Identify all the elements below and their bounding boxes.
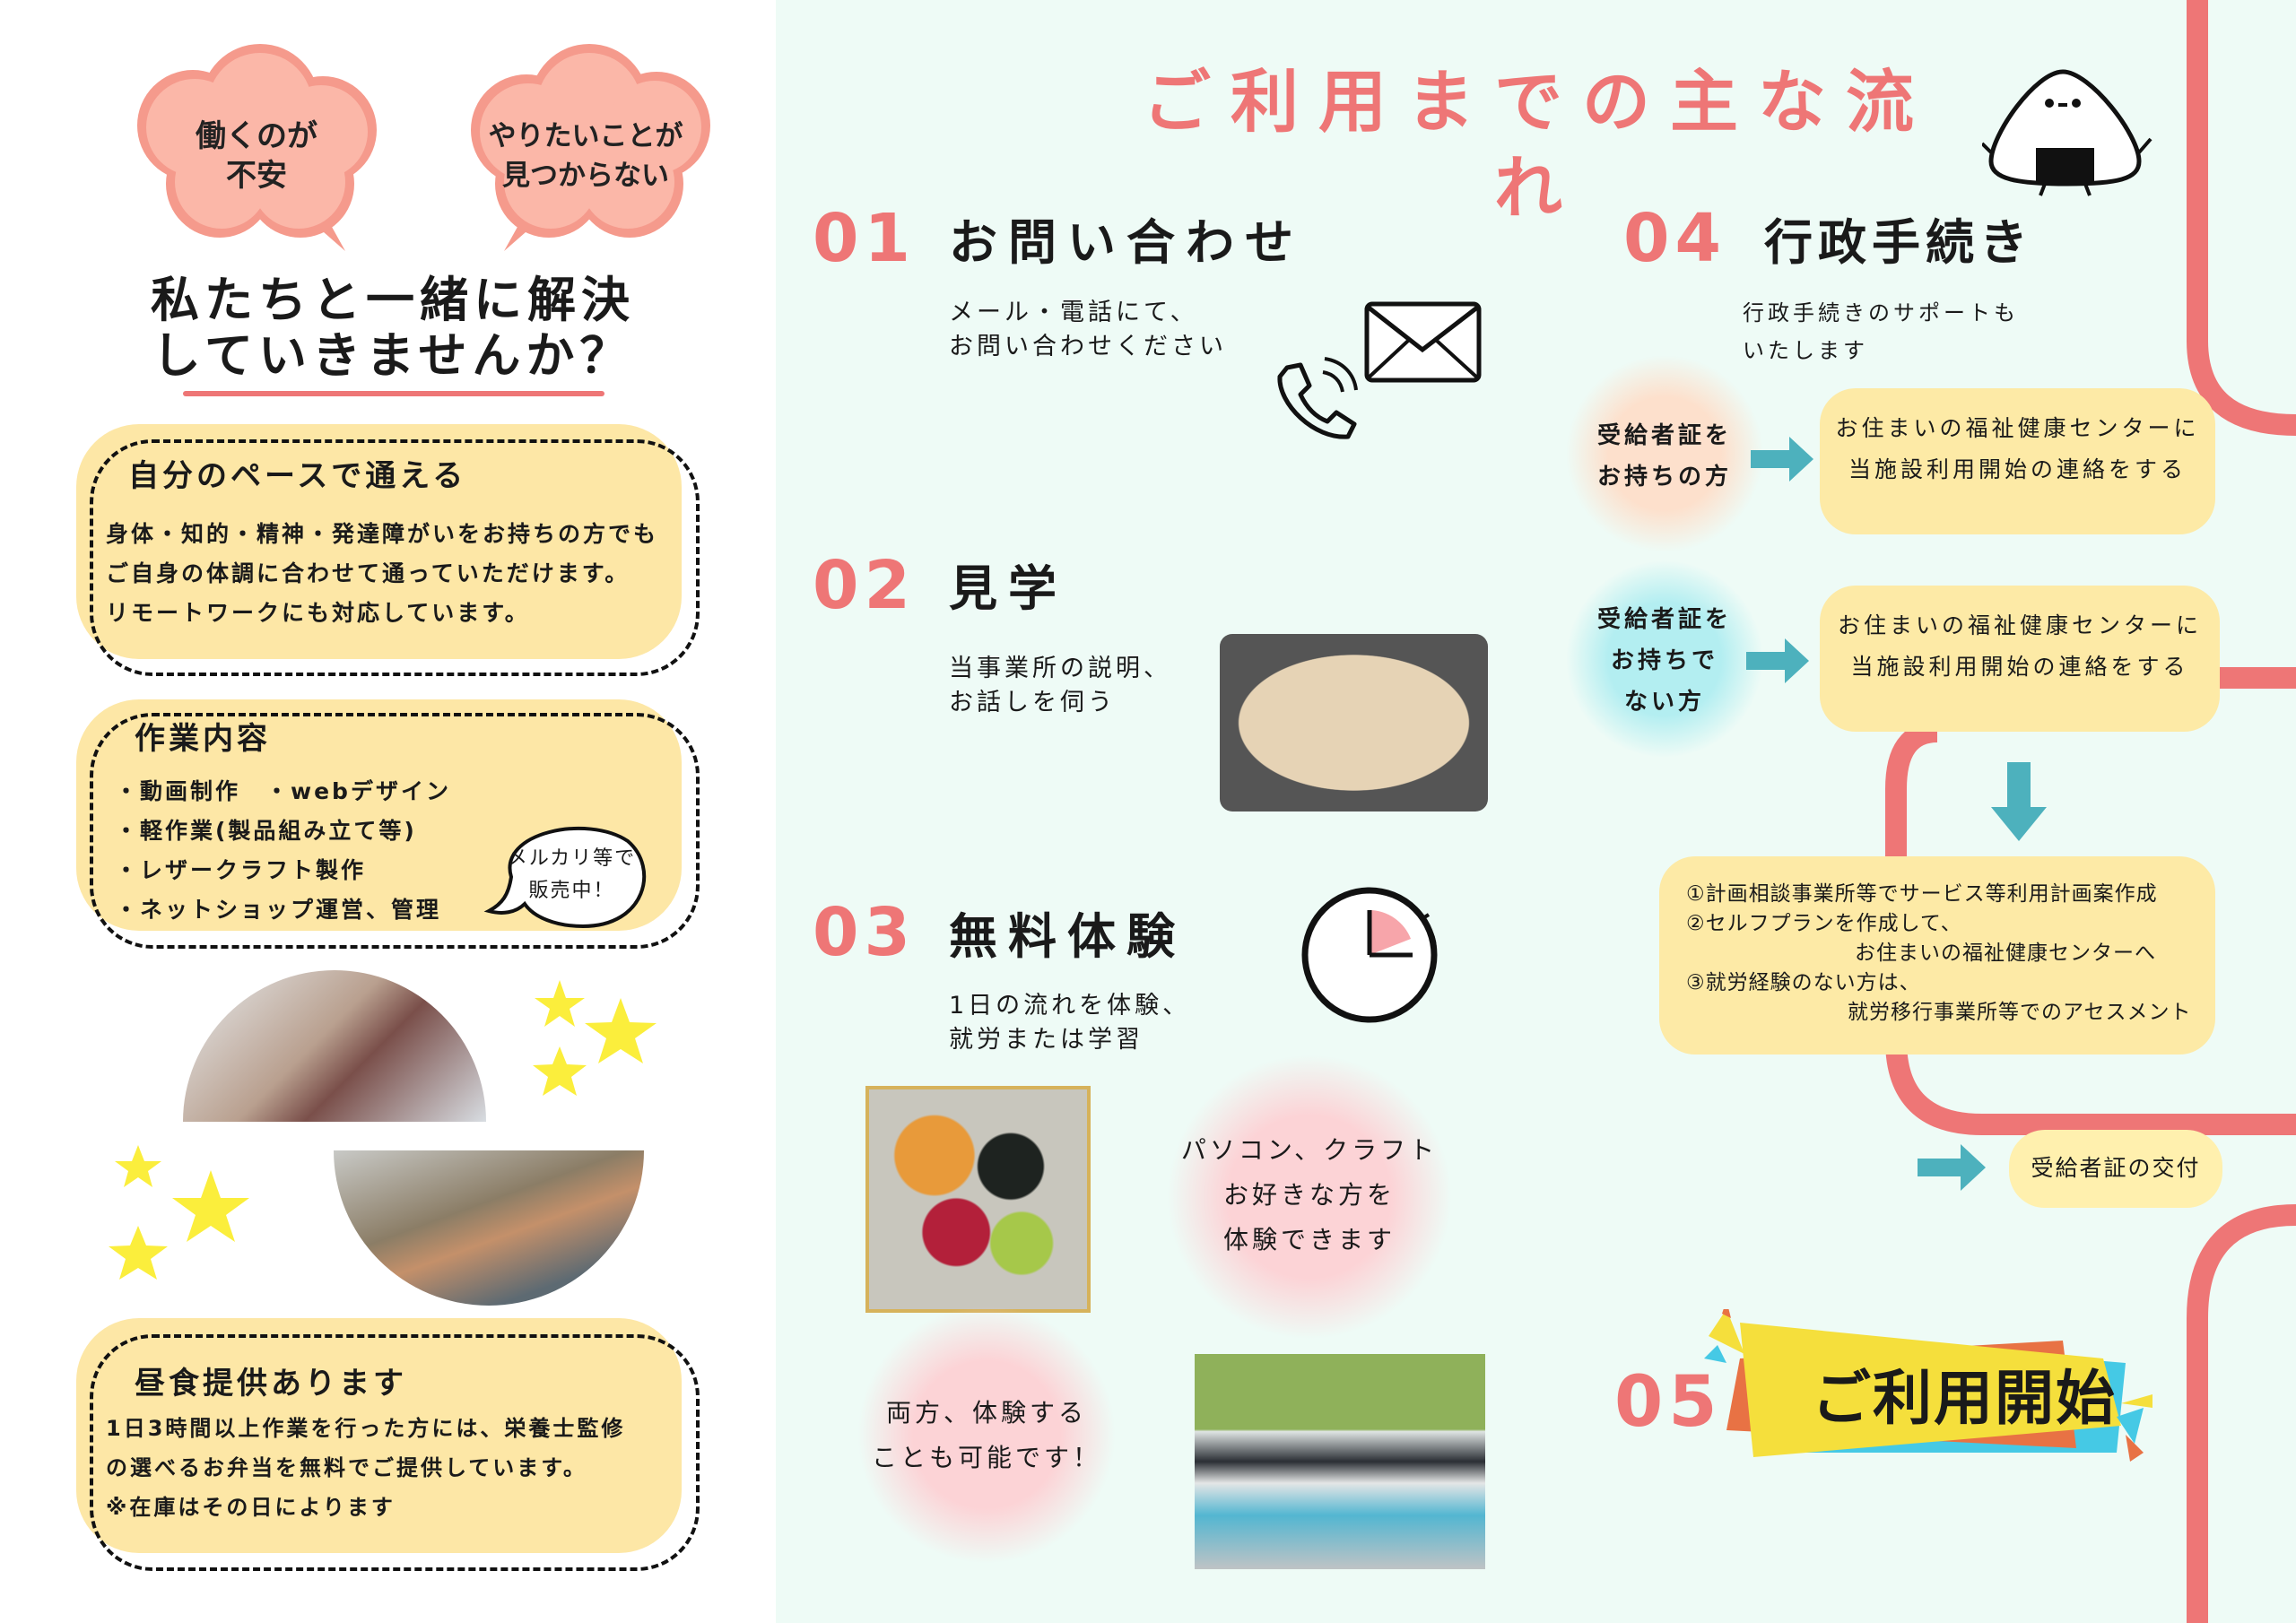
- arrow-right-icon: [1746, 638, 1809, 683]
- meeting-table-photo: [1220, 634, 1488, 812]
- procedure-box-with-cert: お住まいの福祉健康センターに当施設利用開始の連絡をする: [1820, 388, 2215, 534]
- arrow-right-icon: [1751, 437, 1813, 482]
- speech-bubble-mercari: [483, 826, 647, 929]
- step-desc-procedures: 行政手続きのサポートもいたします: [1743, 300, 2019, 363]
- phone-icon: [1277, 357, 1358, 439]
- envelope-icon: [1364, 301, 1482, 383]
- certificate-issue-box: 受給者証の交付: [2009, 1130, 2222, 1208]
- step-title-procedures: 行政手続き: [1764, 214, 2033, 271]
- flow-title: ご利用までの主な流れ: [1143, 62, 1934, 228]
- feature-text-lunch: 1日3時間以上作業を行った方には、栄養士監修の選べるお弁当を無料でご提供していま…: [106, 1416, 626, 1520]
- feature-title-lunch: 昼食提供あります: [115, 1366, 429, 1407]
- step-number-03: 03: [813, 894, 916, 971]
- case-with-certificate: 受給者証をお持ちの方: [1596, 422, 1732, 490]
- start-banner-shapes: [1704, 1309, 2152, 1462]
- work-list: ・動画制作 ・webデザイン・軽作業(製品組み立て等)・レザークラフト製作・ネッ…: [115, 778, 451, 923]
- blob-pink: [857, 1305, 1117, 1565]
- step-number-01: 01: [813, 200, 916, 277]
- step-desc-visit: 当事業所の説明、お話しを伺う: [949, 655, 1171, 716]
- star-icons: [109, 980, 657, 1280]
- leather-craft-photo: [865, 1086, 1091, 1313]
- step-title-visit: 見学: [949, 560, 1067, 617]
- speech-cloud-worry: [137, 44, 377, 251]
- step-number-05: 05: [1614, 1362, 1723, 1443]
- arrow-down-icon: [1991, 762, 2047, 841]
- main-heading: 私たちと一緒に解決していきませんか？: [151, 272, 635, 384]
- feature-title-pace: 自分のペースで通える: [108, 458, 489, 499]
- step-desc-trial: 1日の流れを体験、就労または学習: [949, 992, 1191, 1054]
- feature-title-work: 作業内容: [115, 721, 292, 762]
- heading-underline: [183, 391, 604, 396]
- cloud-text-purpose: やりたいことが見つからない: [488, 120, 683, 192]
- feature-box-lunch: [76, 1318, 682, 1553]
- dashed-border: [90, 1334, 700, 1571]
- trial-choice-text: パソコン、クラフトお好きな方を体験できます: [1180, 1135, 1439, 1254]
- feature-box-pace: [76, 424, 682, 659]
- step-desc-inquiry: メール・電話にて、お問い合わせください: [949, 299, 1227, 360]
- step-number-02: 02: [813, 547, 916, 624]
- cloud-text-worry: 働くのが不安: [196, 118, 317, 194]
- blob-blue: [1565, 560, 1764, 759]
- step-title-start: ご利用開始: [1812, 1364, 2117, 1433]
- dashed-border: [90, 713, 700, 949]
- dashed-border: [90, 439, 700, 676]
- case-without-certificate: 受給者証をお持ちでない方: [1596, 606, 1732, 716]
- procedure-box-without-cert: お住まいの福祉健康センターに当施設利用開始の連絡をする: [1820, 586, 2220, 732]
- clock-icon: [1301, 887, 1438, 1023]
- step-title-trial: 無料体験: [949, 908, 1186, 965]
- arrow-right-icon: [1918, 1144, 1986, 1191]
- step-title-inquiry: お問い合わせ: [949, 214, 1304, 271]
- bubble-text: メルカリ等で販売中！: [507, 847, 637, 902]
- trial-both-text: 両方、体験することも可能です！: [871, 1398, 1101, 1472]
- office-photo: [1195, 1354, 1485, 1569]
- onigiri-mascot-icon: [1982, 69, 2152, 196]
- feature-text-pace: 身体・知的・精神・発達障がいをお持ちの方でもご自身の体調に合わせて通っていただけ…: [106, 521, 659, 626]
- blob-orange: [1565, 354, 1764, 553]
- step-number-04: 04: [1623, 200, 1726, 277]
- speech-cloud-purpose: [471, 44, 710, 251]
- blob-pink: [1166, 1054, 1453, 1341]
